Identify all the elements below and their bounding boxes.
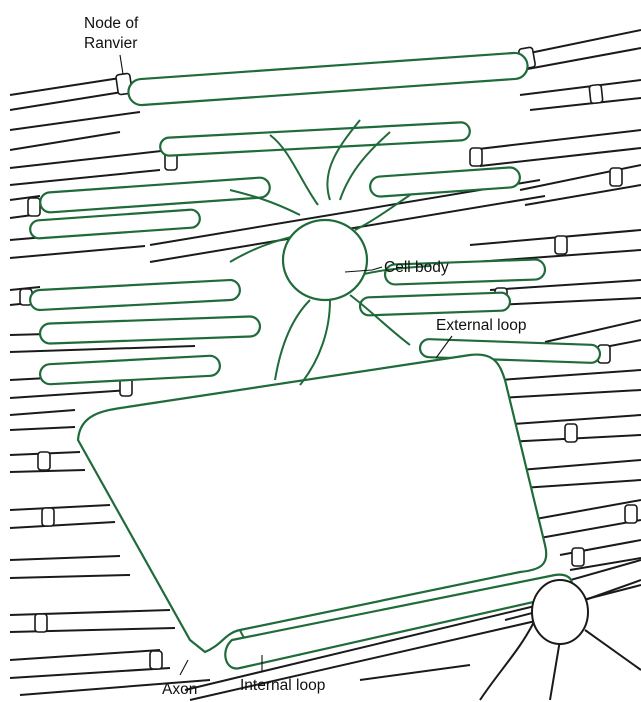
- node-left-14: [150, 651, 162, 669]
- myelin-4: [369, 167, 520, 197]
- node-right-12: [572, 548, 584, 566]
- node-left-10: [38, 452, 50, 470]
- label-node-of-ranvier-1: Node of: [84, 15, 139, 32]
- leader-axon: [180, 660, 188, 675]
- label-cell-body: Cell body: [384, 259, 449, 276]
- node-left-13: [35, 614, 47, 632]
- cell-body: [283, 220, 367, 300]
- label-axon: Axon: [162, 681, 197, 698]
- node-right-3: [470, 148, 482, 166]
- node-right-4: [610, 168, 622, 186]
- node-right-9: [565, 424, 577, 442]
- myelin-top: [128, 52, 529, 106]
- myelin-6: [30, 280, 241, 311]
- second-cell-body: [532, 580, 588, 644]
- node-right-5: [555, 236, 567, 254]
- myelin-3: [40, 177, 271, 213]
- label-internal-loop: Internal loop: [240, 677, 325, 694]
- node-left-4: [28, 198, 40, 216]
- myelin-8: [40, 316, 261, 344]
- cell-body-group: [230, 120, 430, 385]
- myelin-5: [30, 209, 201, 239]
- label-node-of-ranvier-2: Ranvier: [84, 35, 137, 52]
- node-left-11: [42, 508, 54, 526]
- myelin-10: [40, 355, 221, 384]
- myelin-9: [360, 292, 511, 315]
- node-right-2: [589, 84, 603, 103]
- node-right-11: [625, 505, 637, 523]
- label-external-loop: External loop: [436, 317, 526, 334]
- leader-node-of-ranvier: [120, 55, 123, 74]
- myelin-2: [160, 122, 471, 156]
